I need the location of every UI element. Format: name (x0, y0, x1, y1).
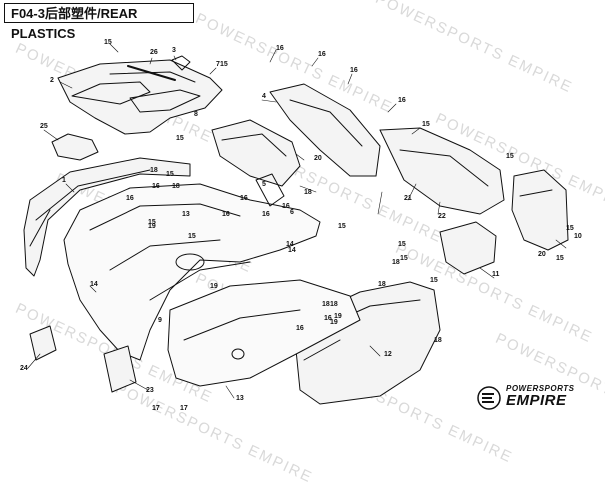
part-callout-15: 15 (398, 241, 406, 248)
part-callout-10: 10 (574, 233, 582, 240)
part-callout-20: 20 (314, 155, 322, 162)
part-callout-15: 15 (430, 277, 438, 284)
part-13-lower-fender (167, 279, 361, 387)
part-callout-16: 16 (276, 45, 284, 52)
part-callout-24: 24 (20, 365, 28, 372)
brand-top-text: POWERSPORTS (506, 384, 575, 393)
part-callout-18: 18 (330, 301, 338, 308)
part-callout-14: 14 (90, 281, 98, 288)
part-callout-18: 18 (392, 259, 400, 266)
part-callout-6: 6 (290, 209, 294, 216)
part-callout-16: 16 (222, 211, 230, 218)
part-callout-15: 15 (556, 255, 564, 262)
part-20-mid-shroud (269, 83, 381, 177)
part-callout-15: 15 (220, 61, 228, 68)
part-callout-4: 4 (262, 93, 266, 100)
part-callout-15: 15 (104, 39, 112, 46)
part-callout-18: 18 (434, 337, 442, 344)
part-callout-15: 15 (422, 121, 430, 128)
part-24-plate (29, 325, 57, 361)
part-callout-1: 1 (62, 177, 66, 184)
leader-lines (27, 43, 567, 399)
part-callout-8: 8 (194, 111, 198, 118)
part-callout-12: 12 (384, 351, 392, 358)
page-title: F04-3后部塑件/REAR PLASTICS (4, 3, 194, 41)
part-26-strap (127, 65, 176, 81)
part-callout-14: 14 (288, 247, 296, 254)
part-callout-3: 3 (172, 47, 176, 54)
part-2-top-cover (57, 59, 223, 135)
part-5-inner-panel (211, 119, 301, 187)
part-callout-18: 18 (322, 301, 330, 308)
part-callout-15: 15 (338, 223, 346, 230)
part-1-rear-guard (23, 157, 191, 277)
part-callout-16: 16 (324, 315, 332, 322)
part-callout-15: 15 (176, 135, 184, 142)
part-callout-17: 17 (152, 405, 160, 412)
part-callout-18: 18 (304, 189, 312, 196)
part-callout-11: 11 (492, 271, 500, 278)
part-callout-19: 19 (210, 283, 218, 290)
part-callout-15: 15 (188, 233, 196, 240)
part-callout-21: 21 (404, 195, 412, 202)
brand-main-text: EMPIRE (506, 392, 567, 409)
part-callout-25: 25 (40, 123, 48, 130)
part-25-bracket (51, 133, 99, 161)
part-callout-15: 15 (566, 225, 574, 232)
part-callout-14: 14 (286, 241, 294, 248)
part-callout-16: 16 (318, 51, 326, 58)
part-callout-23: 23 (146, 387, 154, 394)
part-callout-15: 15 (148, 219, 156, 226)
part-callout-9: 9 (158, 317, 162, 324)
part-3-bracket (171, 55, 191, 71)
part-8-right-shroud (379, 127, 505, 215)
part-6-plate (255, 173, 285, 207)
part-callout-16: 16 (126, 195, 134, 202)
part-13-rear-fender (63, 183, 321, 361)
part-10-rear-bracket (511, 169, 569, 251)
part-callout-13: 13 (236, 395, 244, 402)
part-callout-7: 7 (216, 61, 220, 68)
part-callout-5: 5 (262, 181, 266, 188)
part-callout-19: 19 (334, 313, 342, 320)
brand-logo: POWERSPORTS EMPIRE (476, 384, 601, 412)
brand-emblem-icon (477, 386, 501, 410)
part-callout-16: 16 (296, 325, 304, 332)
part-callout-16: 16 (262, 211, 270, 218)
part-callout-18: 18 (172, 183, 180, 190)
part-callout-15: 15 (166, 171, 174, 178)
part-callout-26: 26 (150, 49, 158, 56)
part-callout-13: 13 (182, 211, 190, 218)
part-callout-20: 20 (538, 251, 546, 258)
part-callout-22: 22 (438, 213, 446, 220)
part-callout-15: 15 (506, 153, 514, 160)
part-callout-16: 16 (152, 183, 160, 190)
part-23-plate (103, 345, 137, 393)
part-callout-19: 19 (148, 223, 156, 230)
part-callout-16: 16 (398, 97, 406, 104)
part-callout-18: 18 (150, 167, 158, 174)
rear-plastics-exploded-view: 1526315216161641671582515152011616181818… (20, 39, 582, 412)
part-callout-16: 16 (240, 195, 248, 202)
part-callout-15: 15 (400, 255, 408, 262)
part-callout-16: 16 (350, 67, 358, 74)
part-callout-2: 2 (50, 77, 54, 84)
part-callout-18: 18 (378, 281, 386, 288)
part-callout-19: 19 (330, 319, 338, 326)
part-11-box (439, 221, 497, 275)
part-callout-16: 16 (282, 203, 290, 210)
part-callout-17: 17 (180, 405, 188, 412)
